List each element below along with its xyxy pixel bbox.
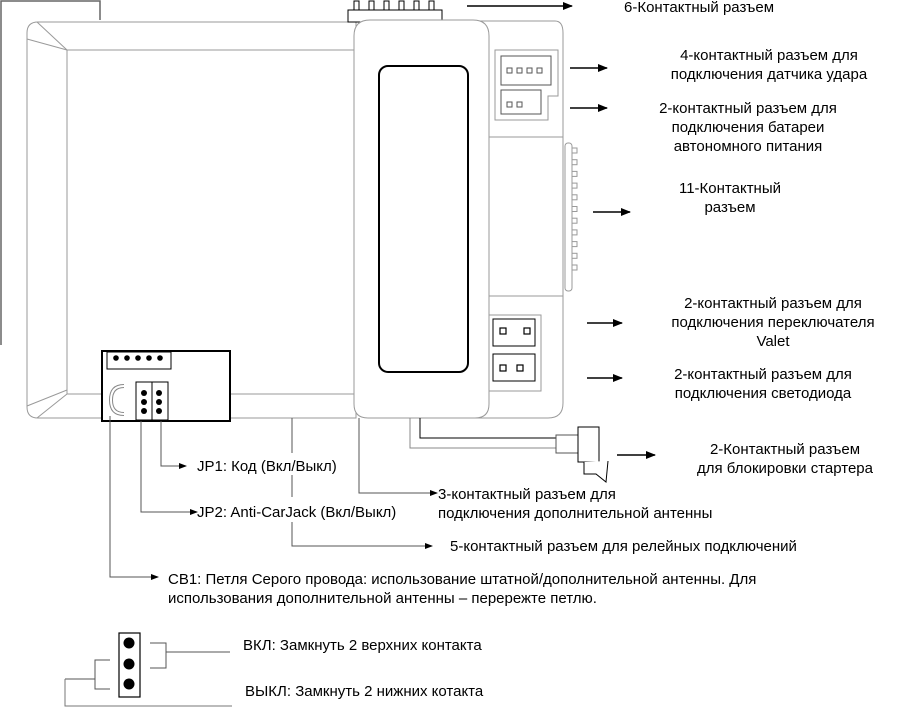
label-line: CB1: Петля Серого провода: использование… (168, 571, 757, 588)
leader-jp1 (160, 421, 187, 469)
label-line: 2-контактный разъем для (659, 100, 837, 117)
connector-pin (571, 241, 578, 248)
main-housing (26, 21, 357, 419)
front-cover (353, 19, 490, 419)
label-two-pin-battery: 2-контактный разъем для подключения бата… (628, 99, 868, 156)
leader-cb1 (109, 416, 159, 580)
label-jp2: JP2: Anti-CarJack (Вкл/Выкл) (197, 504, 397, 521)
led-window (378, 65, 469, 373)
connector-pin (571, 182, 578, 189)
leader-jp2 (140, 421, 198, 515)
label-line: подключения переключателя (671, 314, 875, 331)
label-five-pin-relay: 5-контактный разъем для релейных подключ… (450, 538, 797, 555)
label-jp1: JP1: Код (Вкл/Выкл) (197, 458, 337, 475)
connector-pin (571, 159, 578, 166)
connector-block-bottom (488, 314, 542, 392)
eleven-pin-connector (564, 142, 578, 292)
label-line: 3-контактный разъем для (438, 486, 616, 503)
label-jumper-on: ВКЛ: Замкнуть 2 верхних контакта (243, 637, 482, 654)
jumper-legend (64, 632, 232, 707)
label-line: Valet (756, 333, 790, 350)
label-line: 2-контактный разъем для (674, 366, 852, 383)
label-line: разъем (704, 199, 756, 216)
label-line: подключения батареи (671, 119, 825, 136)
label-two-pin-led: 2-контактный разъем для подключения свет… (643, 365, 883, 403)
label-line: автономного питания (673, 138, 823, 155)
six-pin-connector (347, 0, 443, 23)
label-line: для блокировки стартера (697, 460, 873, 477)
label-two-pin-starter: 2-Контактный разъем для блокировки старт… (670, 440, 900, 478)
connector-pin (571, 217, 578, 224)
label-line: подключения светодиода (674, 385, 852, 402)
leader-lines (109, 416, 438, 580)
label-line: 4-контактный разъем для (680, 47, 858, 64)
jumper-board (101, 350, 231, 422)
label-six-pin: 6-Контактный разъем (624, 0, 775, 16)
mounting-bracket (0, 0, 101, 345)
leader-three-pin (358, 418, 438, 496)
two-pin-led-connector (492, 353, 536, 382)
label-four-pin: 4-контактный разъем для подключения датч… (644, 46, 894, 84)
label-line: 11-Контактный (678, 180, 782, 197)
label-line: использования дополнительной антенны – п… (168, 590, 597, 607)
label-cb1: CB1: Петля Серого провода: использование… (168, 570, 756, 608)
connector-pin (571, 170, 578, 177)
connector-pin (571, 194, 578, 201)
leader-five-pin (291, 522, 433, 549)
connector-pin (571, 264, 578, 271)
label-three-pin-antenna: 3-контактный разъем для подключения допо… (438, 485, 712, 523)
label-two-pin-valet: 2-контактный разъем для подключения пере… (643, 294, 900, 351)
two-pin-starter-connector (555, 434, 579, 454)
label-line: подключения датчика удара (670, 66, 868, 83)
connector-pin (571, 229, 578, 236)
connector-pin (571, 147, 578, 154)
label-line: 2-контактный разъем для (684, 295, 862, 312)
connector-pin (571, 206, 578, 212)
label-line: подключения дополнительной антенны (438, 505, 713, 522)
label-line: 2-Контактный разъем (709, 441, 861, 458)
connector-pin (571, 252, 578, 259)
connector-block-top (494, 49, 559, 121)
label-jumper-off: ВЫКЛ: Замкнуть 2 нижних котакта (245, 683, 484, 700)
label-eleven-pin: 11-Контактный разъем (660, 179, 800, 217)
starter-lock-cable (409, 418, 609, 483)
